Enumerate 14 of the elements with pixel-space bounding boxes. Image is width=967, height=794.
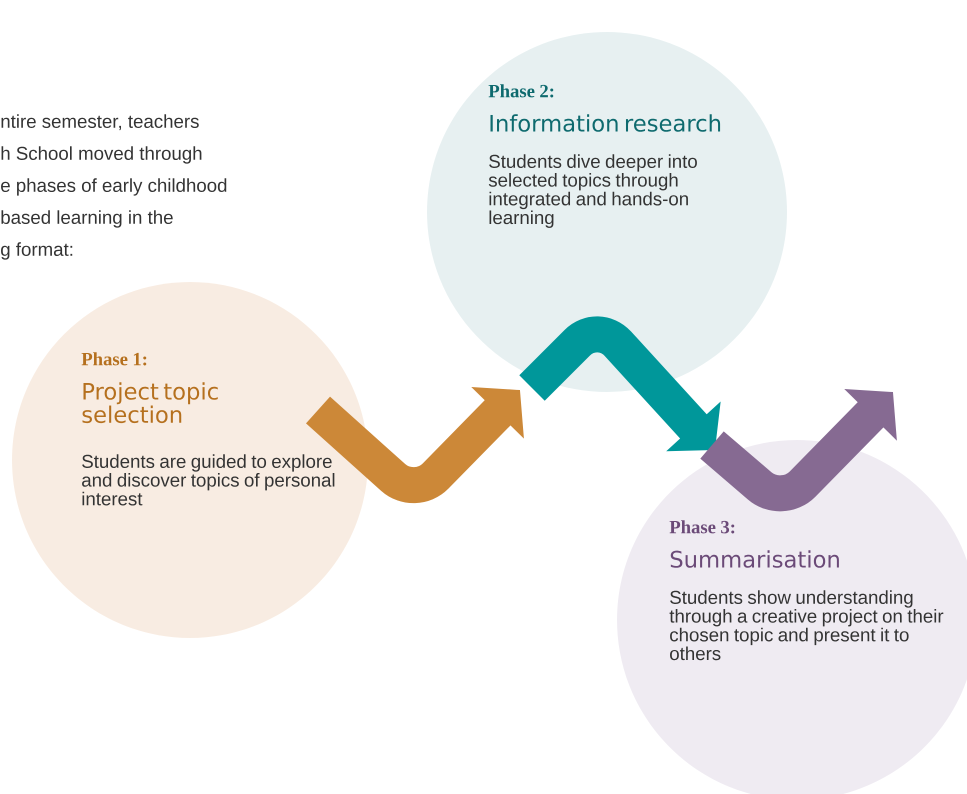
phase-description: Students are guided to explore and discover topics of personal interest [82, 454, 334, 506]
phase-number: Phase 2: [488, 84, 554, 98]
phase-description: Students dive deeper into selected topics through integrated and hands-on learning [488, 154, 697, 228]
phase-title: Summarisation [670, 550, 839, 568]
phase-description: Students show understanding through a creative project on their chosen topic and present it to others [670, 590, 944, 660]
intro-text: ntire semester, teachers [2, 114, 199, 130]
intro-text: e phases of early childhood [1, 178, 226, 196]
intro-text: g format: [1, 242, 72, 260]
intro-text: h School moved through [2, 146, 202, 164]
phase-title: Project topic selection [82, 382, 218, 424]
phase-title: Information research [490, 114, 720, 132]
phase-number: Phase 1: [82, 352, 146, 366]
intro-text: based learning in the [1, 210, 173, 228]
phase-number: Phase 3: [670, 520, 734, 534]
